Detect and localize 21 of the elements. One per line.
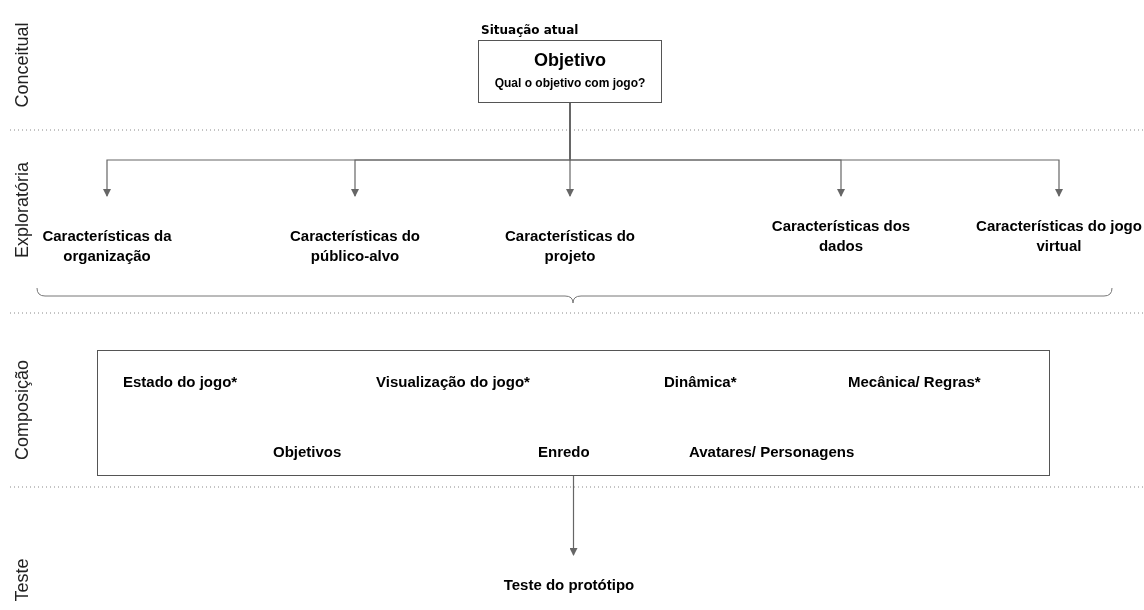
composition-box xyxy=(97,350,1050,476)
node-text: Características do projeto xyxy=(503,226,637,266)
element-text: Visualização do jogo* xyxy=(376,372,530,392)
node-text: Características do jogo virtual xyxy=(975,216,1143,256)
box-heading: Situação atual xyxy=(481,22,579,39)
node-text: Características do público-alvo xyxy=(288,226,422,266)
box-subtitle: Qual o objetivo com jogo? xyxy=(494,75,646,92)
node-text: Características dos dados xyxy=(770,216,912,256)
phase-label: Teste xyxy=(10,558,33,602)
phase-label: Composição xyxy=(10,360,33,460)
element-text: Dinâmica* xyxy=(664,372,737,392)
element-text: Enredo xyxy=(538,442,590,462)
element-text: Avatares/ Personagens xyxy=(689,442,855,462)
box-title: Objetivo xyxy=(534,49,606,71)
element-text: Objetivos xyxy=(273,442,342,462)
node-text: Teste do protótipo xyxy=(503,575,635,595)
element-text: Estado do jogo* xyxy=(123,372,238,392)
arrow xyxy=(569,475,578,556)
phase-label: Exploratória xyxy=(10,162,33,258)
element-text: Mecânica/ Regras* xyxy=(848,372,981,392)
phase-label: Conceitual xyxy=(10,22,33,108)
